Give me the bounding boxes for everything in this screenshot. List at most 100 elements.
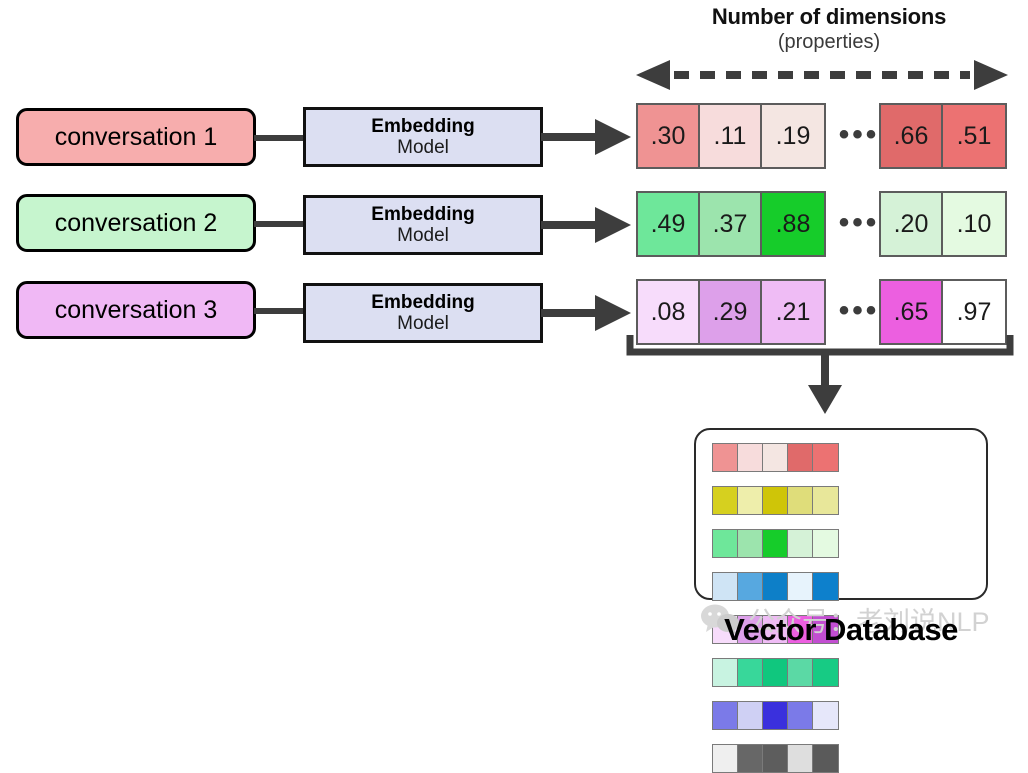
database-swatch-row <box>712 572 839 601</box>
database-swatch-cell <box>713 444 738 471</box>
database-swatch-cell <box>713 659 738 686</box>
database-swatch-row <box>712 443 839 472</box>
dimensions-subtitle: (properties) <box>777 31 881 53</box>
database-swatch-cell <box>763 659 788 686</box>
embedding-model-box-1[interactable]: Embedding Model <box>303 107 543 167</box>
vector-cell: .37 <box>700 193 762 255</box>
database-swatch-cell <box>763 616 788 643</box>
database-swatch-cell <box>788 530 813 557</box>
vector-database-swatch-grid <box>712 443 974 773</box>
database-swatch-cell <box>788 745 813 772</box>
conversation-label: conversation 3 <box>54 295 218 324</box>
database-swatch-cell <box>813 702 838 729</box>
database-swatch-cell <box>713 702 738 729</box>
bracket-icon <box>626 335 1014 356</box>
database-swatch-cell <box>738 444 763 471</box>
embedding-model-box-2[interactable]: Embedding Model <box>303 195 543 255</box>
database-swatch-cell <box>813 616 838 643</box>
vector-ellipsis: ••• <box>838 118 880 151</box>
vector-cell: .11 <box>700 105 762 167</box>
embedding-model-title: Embedding <box>371 291 475 313</box>
vector-cell-group-right: .66.51 <box>879 103 1007 169</box>
database-swatch-cell <box>763 444 788 471</box>
database-swatch-row <box>712 701 839 730</box>
database-swatch-cell <box>788 702 813 729</box>
database-swatch-cell <box>763 530 788 557</box>
vector-cell: .29 <box>700 281 762 343</box>
vector-ellipsis: ••• <box>838 294 880 327</box>
database-swatch-cell <box>713 487 738 514</box>
database-swatch-cell <box>813 487 838 514</box>
vector-cell: .30 <box>638 105 700 167</box>
database-swatch-cell <box>813 530 838 557</box>
right-arrow-icon-2 <box>541 207 631 243</box>
embedding-model-box-3[interactable]: Embedding Model <box>303 283 543 343</box>
connector-line-3 <box>254 308 306 314</box>
database-swatch-row <box>712 658 839 687</box>
vector-cell-group-right: .20.10 <box>879 191 1007 257</box>
embedding-vector-row-3: .08.29.21 •••.65 .97 <box>636 279 1028 345</box>
database-swatch-cell <box>763 573 788 600</box>
database-swatch-cell <box>813 573 838 600</box>
conversation-box-1[interactable]: conversation 1 <box>16 108 256 166</box>
vector-cell-group-left: .49.37.88 <box>636 191 826 257</box>
vector-cell: .19 <box>762 105 824 167</box>
database-swatch-cell <box>788 616 813 643</box>
connector-line-1 <box>254 135 306 141</box>
database-swatch-row <box>712 744 839 773</box>
database-swatch-row <box>712 486 839 515</box>
vector-cell: .10 <box>943 193 1005 255</box>
vector-ellipsis: ••• <box>838 206 880 239</box>
database-swatch-cell <box>738 702 763 729</box>
database-swatch-cell <box>813 444 838 471</box>
database-swatch-cell <box>813 745 838 772</box>
vector-cell-group-right: .65 .97 <box>879 279 1007 345</box>
database-swatch-cell <box>788 444 813 471</box>
database-swatch-cell <box>713 573 738 600</box>
vector-database-label: Vector Database <box>724 612 958 647</box>
database-swatch-cell <box>813 659 838 686</box>
database-swatch-row <box>712 529 839 558</box>
double-headed-dashed-arrow-icon <box>636 60 1008 90</box>
down-arrow-icon <box>808 352 842 414</box>
vector-cell: .97 <box>956 297 992 326</box>
database-swatch-cell <box>788 487 813 514</box>
embedding-vector-row-1: .30.11.19 •••.66.51 <box>636 103 1028 169</box>
database-swatch-cell <box>738 573 763 600</box>
vector-cell-group-left: .08.29.21 <box>636 279 826 345</box>
database-swatch-cell <box>713 530 738 557</box>
database-swatch-cell <box>738 530 763 557</box>
vector-cell-group-left: .30.11.19 <box>636 103 826 169</box>
vector-cell: .20 <box>881 193 943 255</box>
embedding-vector-row-2: .49.37.88 •••.20.10 <box>636 191 1028 257</box>
vector-database-container[interactable] <box>694 428 988 773</box>
connector-line-2 <box>254 221 306 227</box>
embedding-model-title: Embedding <box>371 203 475 225</box>
database-swatch-cell <box>763 702 788 729</box>
vector-cell: .65 <box>881 281 943 343</box>
database-swatch-cell <box>763 745 788 772</box>
diagram-canvas: Number of dimensions (properties) conver… <box>16 4 1028 773</box>
database-swatch-cell <box>788 659 813 686</box>
right-arrow-icon-1 <box>541 119 631 155</box>
vector-cell: .88 <box>762 193 824 255</box>
conversation-box-2[interactable]: conversation 2 <box>16 194 256 252</box>
embedding-model-title: Embedding <box>371 115 475 137</box>
conversation-box-3[interactable]: conversation 3 <box>16 281 256 339</box>
database-swatch-cell <box>788 573 813 600</box>
vector-cell: .51 <box>943 105 1005 167</box>
embedding-model-subtitle: Model <box>397 225 449 246</box>
conversation-label: conversation 1 <box>54 122 218 151</box>
vector-cell: .08 <box>638 281 700 343</box>
right-arrow-icon-3 <box>541 295 631 331</box>
database-swatch-cell <box>763 487 788 514</box>
database-swatch-cell <box>738 745 763 772</box>
vector-cell: .49 <box>638 193 700 255</box>
database-swatch-cell <box>738 487 763 514</box>
database-swatch-cell <box>738 616 763 643</box>
vector-cell: .66 <box>881 105 943 167</box>
database-swatch-cell <box>713 745 738 772</box>
vector-cell: .21 <box>762 281 824 343</box>
conversation-label: conversation 2 <box>54 208 218 237</box>
database-swatch-cell <box>738 659 763 686</box>
